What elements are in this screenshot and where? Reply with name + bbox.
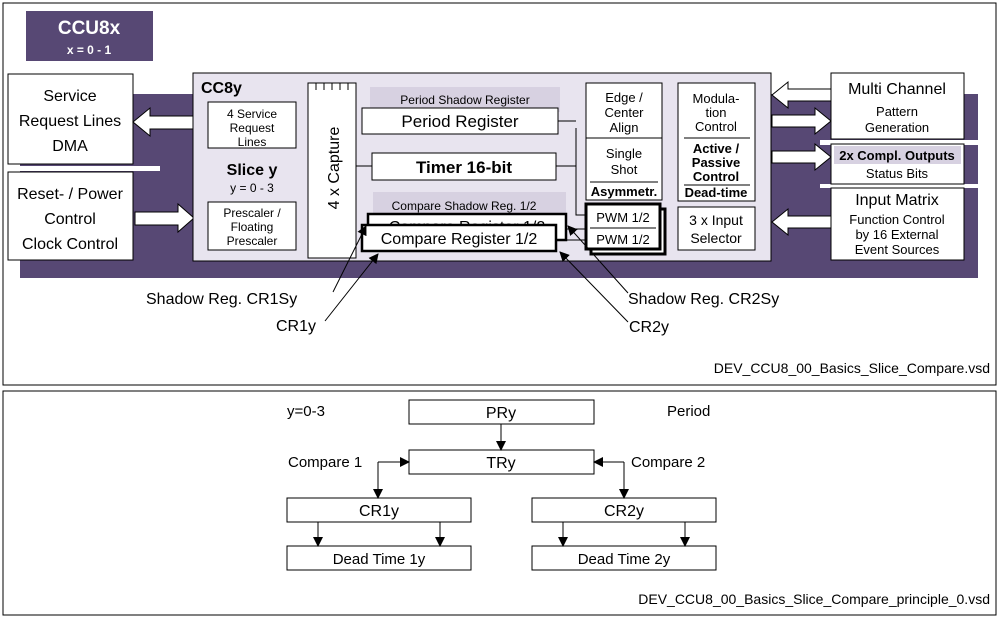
svg-text:Reset- / Power: Reset- / Power <box>17 186 123 203</box>
reset-power-box: Reset- / Power Control Clock Control <box>7 171 134 261</box>
svg-text:Passive: Passive <box>692 155 740 170</box>
block-arrow-compl-out <box>771 142 832 172</box>
svg-text:Event Sources: Event Sources <box>855 242 940 257</box>
svg-text:4 x Capture: 4 x Capture <box>326 127 343 210</box>
svg-text:Dead Time 2y: Dead Time 2y <box>578 551 671 568</box>
svg-text:Lines: Lines <box>238 135 267 149</box>
svg-text:Floating: Floating <box>231 220 274 234</box>
svg-text:Prescaler /: Prescaler / <box>223 206 281 220</box>
svg-text:Pattern: Pattern <box>876 104 918 119</box>
svg-text:Request Lines: Request Lines <box>19 113 121 130</box>
svg-text:Function Control: Function Control <box>849 212 944 227</box>
period-register-box <box>361 107 559 135</box>
svg-text:DMA: DMA <box>52 138 88 155</box>
multi-channel-box: Multi Channel Pattern Generation <box>830 72 965 140</box>
svg-text:Asymmetr.: Asymmetr. <box>591 184 657 199</box>
cc8y-title: CC8y <box>201 80 242 97</box>
arrow-shadow-cr2 <box>567 225 629 294</box>
dt2-box <box>531 545 717 571</box>
shadow-cr2-label: Shadow Reg. CR2Sy <box>628 291 779 308</box>
period-register-label: Period Register <box>401 112 519 131</box>
pr-box <box>408 399 595 425</box>
svg-text:by 16 External: by 16 External <box>855 227 938 242</box>
cr1-label: CR1y <box>276 318 316 335</box>
svg-text:Edge /: Edge / <box>605 90 643 105</box>
capture-box: 4 x Capture <box>307 82 357 259</box>
cr2-label: CR2y <box>629 319 669 336</box>
svg-text:tion: tion <box>706 105 727 120</box>
svg-text:Service: Service <box>43 88 96 105</box>
svg-text:CR2y: CR2y <box>604 503 644 520</box>
block-arrow-multi-out <box>771 106 832 136</box>
svg-text:PWM 1/2: PWM 1/2 <box>596 232 649 247</box>
compare1-label: Compare 1 <box>288 454 362 471</box>
edge-align-box: Edge / Center Align <box>585 82 663 139</box>
svg-text:Single: Single <box>606 146 642 161</box>
svg-text:TRy: TRy <box>486 455 515 472</box>
modulation-box: Modula- tion Control Active / Passive Co… <box>677 82 756 202</box>
arrow-cr2 <box>559 251 629 323</box>
service-request-box: Service Request Lines DMA <box>7 73 134 165</box>
svg-text:Clock Control: Clock Control <box>22 236 118 253</box>
period-shadow-label: Period Shadow Register <box>400 93 529 107</box>
cr1-box <box>286 497 472 523</box>
period-label: Period <box>667 403 710 420</box>
shadow-cr1-label: Shadow Reg. CR1Sy <box>146 291 297 308</box>
svg-text:Active /: Active / <box>693 141 740 156</box>
bottom-frame <box>2 390 997 616</box>
svg-text:Control: Control <box>44 211 96 228</box>
svg-text:PRy: PRy <box>486 405 516 422</box>
svg-text:Align: Align <box>610 120 639 135</box>
svg-text:Center: Center <box>604 105 644 120</box>
svg-text:Dead Time 1y: Dead Time 1y <box>333 551 426 568</box>
prescaler-box: Prescaler / Floating Prescaler <box>207 201 297 251</box>
svg-text:PWM 1/2: PWM 1/2 <box>596 210 649 225</box>
timer-box <box>371 152 557 181</box>
svg-text:Status Bits: Status Bits <box>866 166 929 181</box>
ccu8x-subtitle: x = 0 - 1 <box>67 43 112 57</box>
ccu8x-title: CCU8x <box>58 18 121 39</box>
dt1-box <box>286 545 472 571</box>
compl-outputs-box: 2x Compl. Outputs Status Bits <box>830 143 965 185</box>
svg-text:4 Service: 4 Service <box>227 107 277 121</box>
service-lines-box: 4 Service Request Lines <box>207 101 297 149</box>
single-shot-box: Single Shot Asymmetr. <box>585 137 663 201</box>
svg-text:Multi Channel: Multi Channel <box>848 81 946 98</box>
compare-shadow-bg <box>373 192 566 215</box>
input-selector-box: 3 x Input Selector <box>677 206 756 251</box>
svg-text:CR1y: CR1y <box>359 503 399 520</box>
block-arrow-multi-in <box>771 80 832 110</box>
svg-text:Request: Request <box>230 121 275 135</box>
compare2-label: Compare 2 <box>631 454 705 471</box>
svg-text:Control: Control <box>695 119 737 134</box>
svg-text:Generation: Generation <box>865 120 929 135</box>
timer-label: Timer 16-bit <box>416 158 512 177</box>
svg-text:Input Matrix: Input Matrix <box>855 192 939 209</box>
svg-text:Selector: Selector <box>690 230 742 246</box>
ccu8x-title-block: CCU8x x = 0 - 1 <box>26 11 153 61</box>
block-arrow-input-in <box>771 207 832 237</box>
compare-register-label: Compare Register 1/2 <box>381 231 538 248</box>
y-range-label: y=0-3 <box>287 403 325 420</box>
arrow-shadow-cr1 <box>332 225 367 293</box>
svg-text:Control: Control <box>693 169 739 184</box>
svg-text:3 x Input: 3 x Input <box>689 212 743 228</box>
compare-register-box <box>360 223 558 253</box>
bottom-filename: DEV_CCU8_00_Basics_Slice_Compare_princip… <box>638 591 990 607</box>
svg-text:Modula-: Modula- <box>693 91 740 106</box>
pwm-box: PWM 1/2 PWM 1/2 <box>584 202 667 256</box>
slice-y-range: y = 0 - 3 <box>230 181 274 195</box>
tr-box <box>408 449 595 475</box>
svg-text:Prescaler: Prescaler <box>227 234 278 248</box>
svg-text:Shot: Shot <box>611 162 638 177</box>
svg-text:2x Compl. Outputs: 2x Compl. Outputs <box>839 148 955 163</box>
block-arrow-right-in <box>134 202 195 234</box>
arrow-cr1 <box>324 253 379 322</box>
slice-y-label: Slice y <box>227 162 278 179</box>
input-matrix-box: Input Matrix Function Control by 16 Exte… <box>830 187 965 261</box>
compare-shadow-label: Compare Shadow Reg. 1/2 <box>392 199 537 213</box>
top-filename: DEV_CCU8_00_Basics_Slice_Compare.vsd <box>714 360 990 376</box>
svg-text:Dead-time: Dead-time <box>685 185 748 200</box>
